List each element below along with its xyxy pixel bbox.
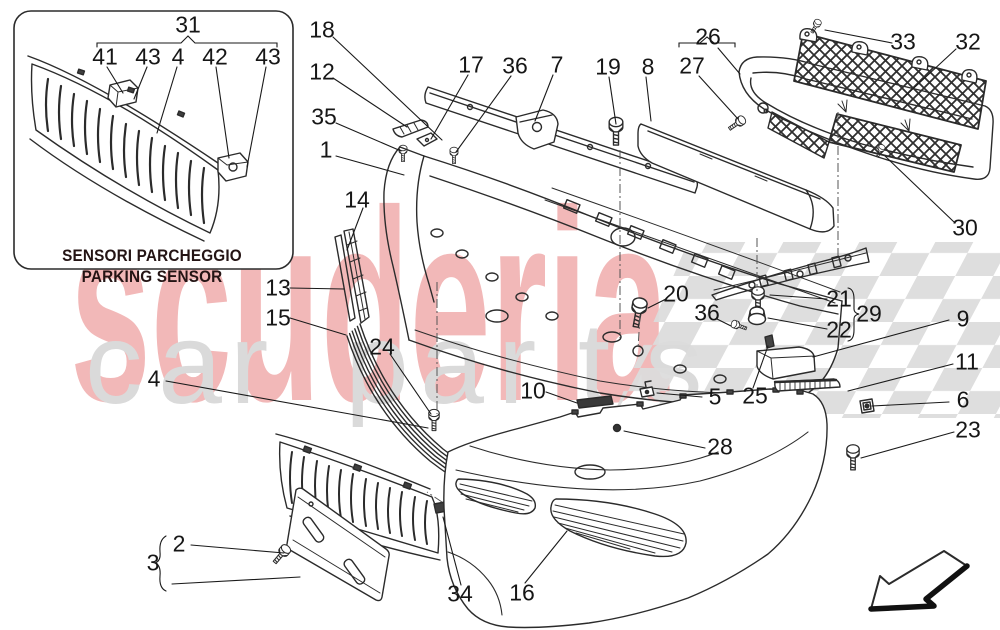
callout-label-5: 5 bbox=[708, 383, 722, 410]
bracket-31 bbox=[96, 35, 278, 48]
front-bumper-cover bbox=[443, 387, 828, 629]
callout-label-2: 2 bbox=[172, 530, 186, 557]
callout-label-22: 22 bbox=[826, 316, 852, 343]
screw-2 bbox=[270, 542, 293, 567]
bumper-absorber bbox=[637, 123, 835, 233]
callout-label-30: 30 bbox=[952, 214, 978, 241]
callout-label-11: 11 bbox=[955, 348, 979, 375]
callout-label-4: 4 bbox=[171, 43, 185, 70]
callout-label-25: 25 bbox=[742, 382, 768, 409]
watermark-letter: c bbox=[85, 300, 143, 428]
bumper-skeleton bbox=[383, 146, 870, 406]
callout-label-19: 19 bbox=[595, 53, 621, 80]
callout-label-28: 28 bbox=[707, 433, 733, 460]
screw-23 bbox=[846, 444, 860, 471]
callout-label-26: 26 bbox=[695, 23, 721, 50]
callout-label-36: 36 bbox=[694, 299, 720, 326]
callout-label-42: 42 bbox=[202, 43, 228, 70]
upper-grille-assembly bbox=[726, 17, 994, 180]
callout-label-20: 20 bbox=[663, 280, 689, 307]
callout-label-15: 15 bbox=[265, 304, 291, 331]
brace-29 bbox=[847, 287, 860, 342]
direction-arrow-icon bbox=[868, 550, 970, 612]
callout-label-31: 31 bbox=[175, 11, 201, 38]
callout-label-13: 13 bbox=[265, 274, 291, 301]
callout-label-34: 34 bbox=[447, 580, 473, 607]
side-deflector-strips bbox=[334, 228, 370, 324]
watermark-letter: a bbox=[158, 300, 222, 428]
parking-sensor-inset bbox=[13, 10, 294, 270]
clip-25 bbox=[764, 334, 775, 349]
callout-label-29: 29 bbox=[856, 300, 882, 327]
callout-label-35: 35 bbox=[311, 103, 337, 130]
watermark-letter: r bbox=[498, 300, 537, 428]
callout-label-16: 16 bbox=[509, 579, 535, 606]
callout-label-17: 17 bbox=[458, 51, 484, 78]
inset-caption-line2: PARKING SENSOR bbox=[81, 267, 223, 286]
callout-label-36: 36 bbox=[502, 52, 528, 79]
licence-plate-bracket bbox=[270, 487, 390, 602]
parking-sensor-unit bbox=[107, 79, 249, 182]
watermark-checker-flag bbox=[612, 242, 1000, 418]
callout-label-32: 32 bbox=[955, 28, 981, 55]
callout-label-3: 3 bbox=[146, 549, 160, 576]
callout-label-41: 41 bbox=[92, 43, 118, 70]
bracket-26 bbox=[678, 36, 736, 48]
callout-label-14: 14 bbox=[344, 186, 370, 213]
watermark-letter: a bbox=[420, 300, 484, 428]
watermark-letter: r bbox=[230, 300, 269, 428]
bracket-10 bbox=[576, 395, 614, 409]
assembly-axes bbox=[426, 112, 839, 503]
inset-caption-line1: SENSORI PARCHEGGIO bbox=[62, 246, 242, 265]
callout-label-1: 1 bbox=[319, 136, 333, 163]
callout-label-9: 9 bbox=[956, 305, 970, 332]
clip-pin bbox=[612, 423, 622, 433]
fog-lamp-bracket-group bbox=[639, 334, 875, 471]
brace-3 bbox=[153, 535, 167, 592]
callout-label-10: 10 bbox=[520, 377, 546, 404]
callout-label-6: 6 bbox=[956, 386, 970, 413]
callout-label-33: 33 bbox=[890, 28, 916, 55]
clip-5 bbox=[639, 380, 655, 398]
callout-label-27: 27 bbox=[679, 52, 705, 79]
lower-centre-grille bbox=[275, 433, 448, 561]
callout-label-8: 8 bbox=[641, 53, 655, 80]
callout-label-18: 18 bbox=[309, 16, 335, 43]
screw-36a bbox=[449, 146, 459, 165]
callout-label-21: 21 bbox=[826, 285, 852, 312]
callout-label-43: 43 bbox=[135, 43, 161, 70]
callout-label-24: 24 bbox=[369, 333, 395, 360]
callout-label-12: 12 bbox=[309, 58, 335, 85]
callout-label-7: 7 bbox=[550, 51, 564, 78]
nut-22 bbox=[747, 306, 767, 326]
callout-label-23: 23 bbox=[955, 416, 981, 443]
callout-label-4: 4 bbox=[147, 365, 161, 392]
clip-6 bbox=[859, 398, 875, 414]
callout-label-43: 43 bbox=[255, 43, 281, 70]
leader-lines bbox=[96, 29, 957, 592]
screw-20 bbox=[627, 296, 649, 329]
